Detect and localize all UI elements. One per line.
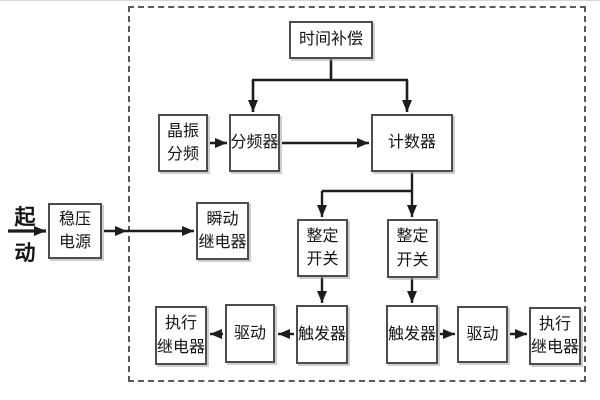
node-setting-switch-left: 整定 开关 — [297, 219, 348, 277]
dashed-boundary-frame — [128, 6, 586, 382]
node-exec-relay-left: 执行 继电器 — [155, 306, 207, 365]
node-counter: 计数器 — [371, 114, 453, 172]
node-instant-relay: 瞬动 继电器 — [196, 202, 249, 260]
node-label-line1: 执行 — [164, 315, 197, 333]
node-trigger-left: 触发器 — [296, 305, 348, 364]
node-label-line2: 分频 — [166, 146, 199, 163]
node-crystal-divider: 晶振 分频 — [158, 114, 208, 172]
node-label-line2: 开关 — [306, 251, 339, 268]
node-label-line1: 整定 — [306, 227, 339, 245]
node-drive-left: 驱动 — [225, 304, 275, 363]
node-label-line2: 开关 — [396, 251, 429, 269]
node-label: 分频器 — [230, 134, 279, 152]
node-regulated-power: 稳压 电源 — [48, 203, 102, 259]
node-label: 触发器 — [298, 325, 347, 343]
node-setting-switch-right: 整定 开关 — [387, 219, 438, 278]
node-frequency-divider: 分频器 — [229, 114, 280, 172]
node-label: 驱动 — [466, 325, 499, 343]
node-time-compensation: 时间补偿 — [289, 21, 373, 59]
node-trigger-right: 触发器 — [386, 305, 438, 364]
node-label-line2: 继电器 — [531, 339, 580, 356]
start-label-top: 起 — [14, 206, 36, 229]
node-label: 计数器 — [387, 134, 436, 152]
node-label-line2: 继电器 — [198, 234, 247, 251]
node-label-line1: 稳压 — [58, 210, 91, 228]
node-exec-relay-right: 执行 继电器 — [529, 307, 581, 365]
node-label-line2: 继电器 — [157, 338, 206, 356]
node-label-line1: 晶振 — [166, 122, 199, 140]
node-drive-right: 驱动 — [457, 306, 508, 363]
node-label: 驱动 — [233, 324, 266, 342]
node-label-line1: 整定 — [396, 228, 429, 246]
node-label-line1: 执行 — [538, 315, 571, 333]
image-top-edge-line — [0, 0, 600, 1]
node-label-line2: 电源 — [58, 234, 91, 251]
node-label: 触发器 — [388, 325, 437, 343]
start-label-bottom: 动 — [14, 242, 36, 265]
node-label: 时间补偿 — [298, 31, 363, 49]
node-label-line1: 瞬动 — [206, 210, 239, 228]
